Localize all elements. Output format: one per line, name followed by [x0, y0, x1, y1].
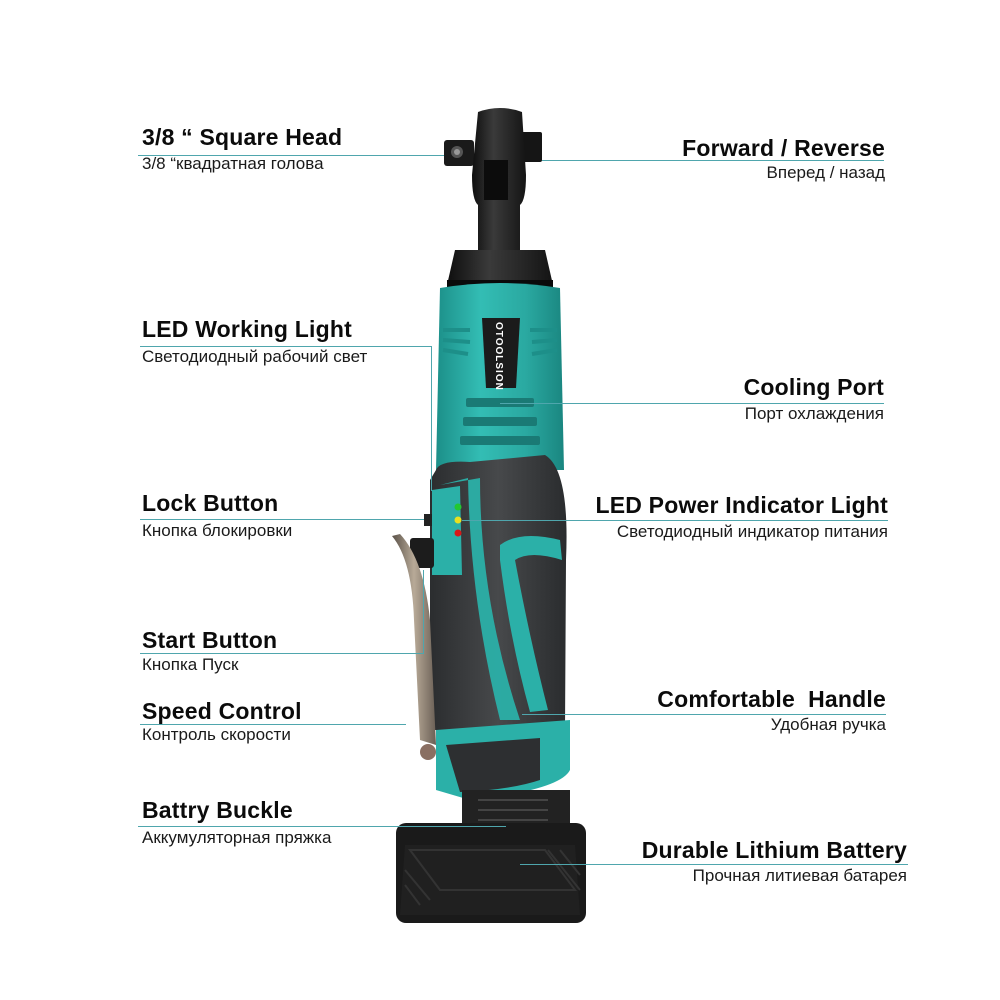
callout-title: Start Button	[142, 627, 278, 653]
callout-subtitle: Кнопка блокировки	[142, 521, 293, 540]
callout-subtitle: Удобная ручка	[770, 715, 886, 734]
callout-title: Forward / Reverse	[682, 135, 885, 161]
lock-button-part	[424, 514, 432, 526]
callout-cooling-port: Cooling Port Порт охлаждения	[744, 374, 884, 424]
callout-title: Battry Buckle	[142, 797, 293, 823]
callout-square-head: 3/8 “ Square Head 3/8 “квадратная голова	[142, 124, 342, 174]
callout-led-power-indicator: LED Power Indicator Light Светодиодный и…	[595, 492, 888, 542]
callout-subtitle: Аккумуляторная пряжка	[142, 828, 332, 847]
leader-battery-buckle	[138, 826, 506, 827]
callout-lithium-battery: Durable Lithium Battery Прочная литиевая…	[642, 837, 907, 886]
callout-title: Comfortable Handle	[657, 686, 886, 712]
leader-lithium-battery	[520, 864, 908, 865]
leader-lock-button	[140, 519, 424, 520]
callout-subtitle: Светодиодный индикатор питания	[616, 522, 888, 541]
callout-subtitle: Светодиодный рабочий свет	[142, 347, 368, 366]
callout-comfortable-handle: Comfortable Handle Удобная ручка	[657, 686, 886, 735]
callout-battery-buckle: Battry Buckle Аккумуляторная пряжка	[142, 797, 331, 848]
leader-speed-control	[140, 724, 406, 725]
callout-subtitle: 3/8 “квадратная голова	[142, 154, 324, 173]
callout-subtitle: Прочная литиевая батарея	[692, 866, 907, 885]
leader-forward-reverse	[542, 160, 884, 161]
callout-title: Durable Lithium Battery	[641, 837, 907, 863]
callout-title: LED Working Light	[142, 316, 352, 342]
callout-subtitle: Порт охлаждения	[744, 404, 884, 423]
motor-housing	[436, 283, 564, 470]
callout-subtitle: Вперед / назад	[766, 163, 885, 182]
callout-title: Cooling Port	[743, 374, 884, 400]
leader-start-button	[140, 653, 424, 654]
leader-led-power	[462, 520, 888, 521]
callout-title: Speed Control	[142, 698, 302, 724]
callout-title: LED Power Indicator Light	[595, 492, 888, 518]
callout-forward-reverse: Forward / Reverse Вперед / назад	[682, 135, 885, 183]
callout-subtitle: Контроль скорости	[142, 725, 291, 744]
speed-control-lever	[392, 534, 436, 745]
callout-led-working-light: LED Working Light Светодиодный рабочий с…	[142, 316, 367, 367]
leader-start-button-v	[423, 570, 424, 654]
leader-led-working-light-v	[431, 346, 432, 491]
callout-title: 3/8 “ Square Head	[142, 124, 343, 150]
leader-led-working-light	[140, 346, 432, 347]
leader-comfortable-handle	[522, 714, 886, 715]
brand-logo: OTOOLSION	[493, 322, 504, 391]
callout-start-button: Start Button Кнопка Пуск	[142, 627, 277, 675]
callout-lock-button: Lock Button Кнопка блокировки	[142, 490, 292, 541]
ratchet-head	[444, 108, 553, 288]
led-power-indicator	[432, 486, 462, 575]
grip-handle	[430, 455, 570, 800]
callout-title: Lock Button	[142, 490, 279, 516]
leader-square-head	[138, 155, 444, 156]
callout-subtitle: Кнопка Пуск	[142, 655, 239, 674]
battery-pack	[396, 790, 586, 923]
callout-speed-control: Speed Control Контроль скорости	[142, 698, 302, 745]
leader-cooling-port	[500, 403, 884, 404]
